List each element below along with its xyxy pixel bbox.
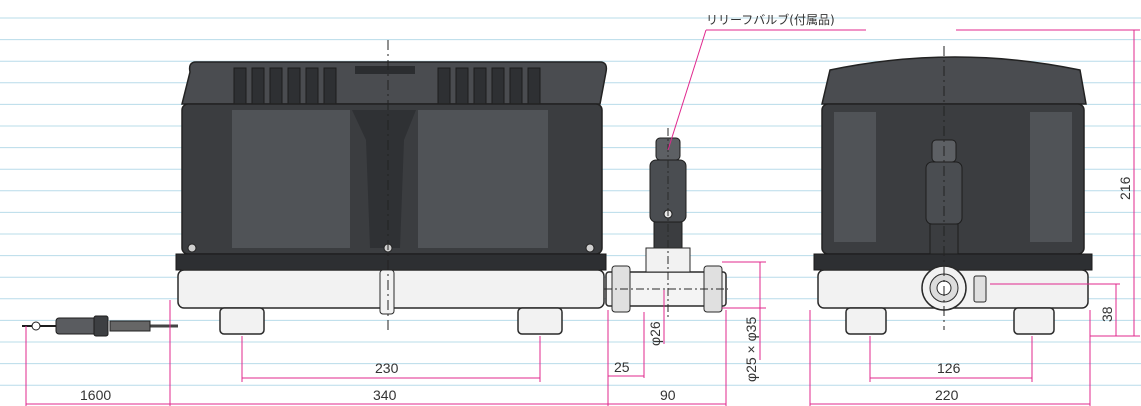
dimension-lines [25, 29, 1140, 406]
relief-valve-label: リリーフバルブ(付属品) [706, 12, 835, 27]
front-foot-left [219, 307, 265, 335]
front-top-handle [355, 66, 415, 74]
dim-body-length: 340 [373, 387, 397, 403]
dim-outlet-height: 38 [1099, 306, 1115, 322]
dim-outlet-pipe-dia: φ26 [647, 321, 663, 346]
front-view [22, 40, 728, 337]
front-housing-panel-left [232, 110, 350, 248]
dim-foot-spacing: 230 [375, 360, 399, 376]
side-foot-left [845, 307, 887, 335]
dim-side-width: 220 [935, 387, 959, 403]
outlet-pipe [604, 265, 728, 313]
dim-height: 216 [1117, 176, 1133, 200]
dim-side-foot-spacing: 126 [937, 360, 961, 376]
cord-sleeve [109, 320, 151, 332]
side-foot-right [1013, 307, 1055, 335]
relief-valve-callout: リリーフバルブ(付属品) [667, 12, 866, 151]
front-housing-center-ridge [352, 110, 416, 248]
dim-outlet-offset: 25 [614, 359, 630, 375]
power-plug-icon [22, 315, 109, 337]
dim-cord-length: 1600 [80, 387, 111, 403]
dim-outlet-socket-dia: φ25 × φ35 [743, 317, 759, 382]
power-cord [109, 320, 178, 332]
front-foot-center-post [379, 269, 395, 315]
side-panel-right [1030, 112, 1072, 242]
front-cooling-fins [233, 67, 541, 105]
front-bolt [187, 243, 197, 253]
side-view [813, 46, 1093, 335]
relief-valve-icon [645, 128, 691, 320]
front-foot-right [517, 307, 563, 335]
dim-outlet-length: 90 [660, 387, 676, 403]
side-panel-left [834, 112, 876, 242]
front-bolt [585, 243, 595, 253]
front-base-frame [175, 253, 607, 271]
side-top-cover [821, 56, 1087, 105]
front-housing-panel-right [418, 110, 548, 248]
